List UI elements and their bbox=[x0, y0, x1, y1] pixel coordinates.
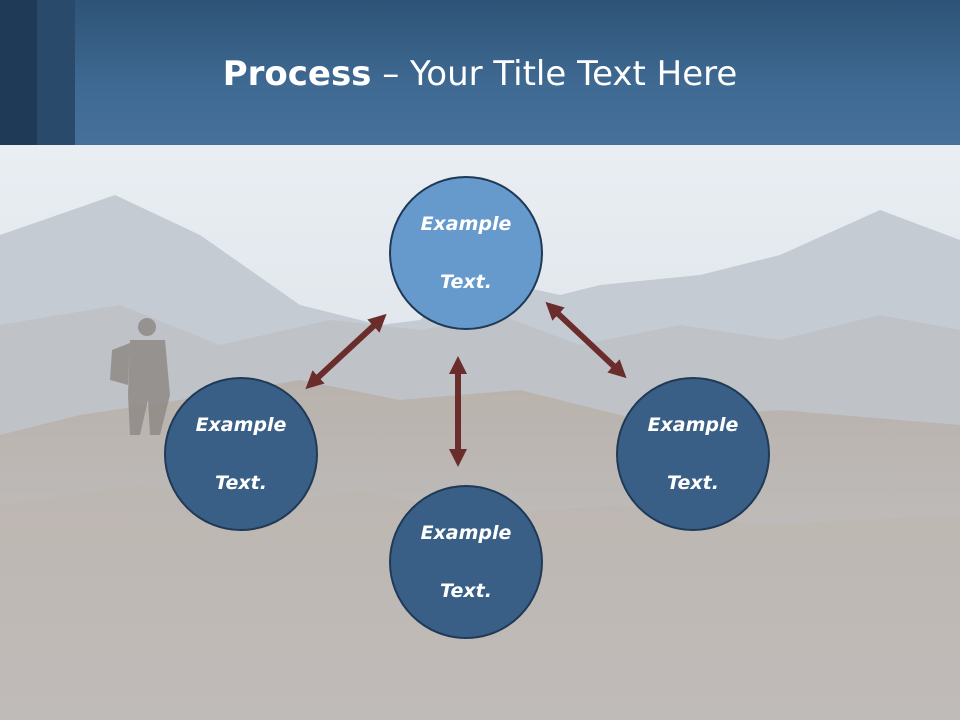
header-bar: Process – Your Title Text Here bbox=[0, 0, 960, 145]
hiker-figure bbox=[110, 318, 170, 435]
node-bottom-line2: Text. bbox=[440, 579, 492, 602]
node-top-line2: Text. bbox=[440, 270, 492, 293]
header-accent-dark bbox=[0, 0, 37, 145]
node-right-line1: Example bbox=[647, 413, 739, 436]
slide-title: Process – Your Title Text Here bbox=[0, 52, 960, 96]
title-bold: Process bbox=[222, 54, 372, 94]
node-right-line2: Text. bbox=[667, 471, 719, 494]
header-accent-mid bbox=[37, 0, 75, 145]
node-left-line1: Example bbox=[195, 413, 287, 436]
title-rest: – Your Title Text Here bbox=[371, 54, 738, 94]
node-bottom-line1: Example bbox=[420, 521, 512, 544]
node-left-line2: Text. bbox=[215, 471, 267, 494]
node-top-line1: Example bbox=[420, 212, 512, 235]
